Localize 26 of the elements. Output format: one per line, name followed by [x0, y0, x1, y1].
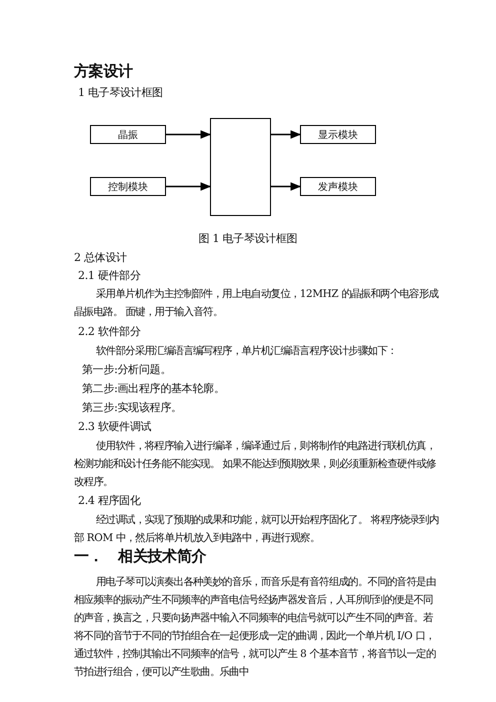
module-box: 发声模块 — [300, 177, 376, 196]
chip-box — [210, 118, 271, 216]
paragraph: 经过调试，实现了预期的成果和功能，就可以开始程序固化了。 将程序烧录到内部 ROM 中，然后将单片机放入到电路中，再进行观察。 — [74, 513, 440, 546]
module-box: 晶振 — [90, 125, 166, 144]
step-text: 第二步:画出程序的基本轮廓。 — [82, 381, 226, 397]
page-title: 方案设计 — [74, 62, 133, 80]
module-box: 显示模块 — [300, 125, 376, 144]
section-heading: 2.1 硬件部分 — [78, 268, 142, 284]
paragraph: 软件部分采用汇编语言编写程序，单片机汇编语言程序设计步骤如下： — [95, 344, 398, 359]
step-text: 第一步:分析问题。 — [82, 362, 172, 378]
section-heading: 2.4 程序固化 — [78, 493, 142, 509]
section-heading: 2.2 软件部分 — [78, 324, 142, 340]
arrow — [271, 182, 302, 191]
step-text: 第三步:实现该程序。 — [82, 400, 183, 416]
paragraph: 用电子琴可以演奏出各种美妙的音乐，而音乐是有音符组成的。不同的音符是由相应频率的振动产生不同频率的声音电信号经扬声器发音后，人耳所听到的便是不同的声音，换言之，只要向扬声器中输入不同频率的电信号就可以产生不同的声音。若将不同的音节于不同的节拍组合在一起便形成一定的曲调，因此一个单片机 I/O 口，通过软件，控制其输出不同频率的信号，就可以产生 8 个基本音节，将音节以一定的节拍进行组合，便可以产生歌曲。乐曲中 — [74, 575, 437, 680]
section-heading: 2 总体设计 — [74, 250, 128, 266]
paragraph: 采用单片机作为主控制部件，用上电自动复位，12MHZ 的晶振和两个电容形成晶振电路。 面键，用于输入音符。 — [74, 287, 440, 320]
section-heading: 一． 相关技术简介 — [74, 546, 208, 567]
module-box: 控制模块 — [90, 177, 166, 196]
arrow — [166, 130, 212, 139]
arrow — [166, 182, 212, 191]
arrow — [271, 130, 302, 139]
paragraph: 使用软件，将程序输入进行编译，编译通过后，则将制作的电路进行联机仿真，检测功能和设计任务能不能实现。 如果不能达到预期效果，则必须重新检查硬件或修改程序。 — [74, 439, 437, 490]
figure-caption: 图 1 电子琴设计框图 — [198, 231, 298, 247]
section-heading: 1 电子琴设计框图 — [78, 85, 164, 101]
section-heading: 2.3 软硬件调试 — [78, 419, 152, 435]
